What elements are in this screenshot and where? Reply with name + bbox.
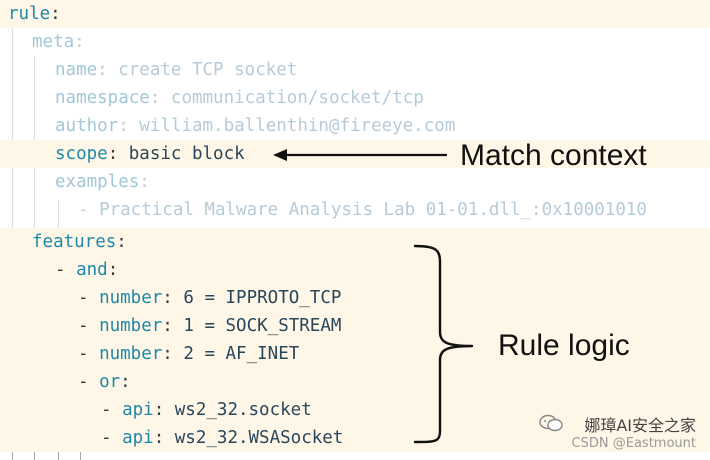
yaml-colon: : [74, 32, 85, 52]
code-line-number[interactable]: - number: 6 = IPPROTO_TCP [0, 284, 710, 312]
yaml-value: 2 = AF_INET [183, 344, 300, 364]
code-line-example-item[interactable]: - Practical Malware Analysis Lab 01-01.d… [0, 196, 710, 224]
yaml-value: Practical Malware Analysis Lab 01-01.dll… [99, 200, 647, 220]
yaml-key: rule [8, 4, 51, 24]
watermark-subtitle: CSDN @Eastmount [571, 436, 696, 451]
yaml-colon: : [107, 260, 119, 280]
yaml-key: number [99, 316, 163, 336]
yaml-key: features [32, 232, 117, 252]
code-line-api[interactable]: - api: ws2_32.socket [0, 396, 710, 424]
yaml-value: william.ballenthin@fireeye.com [139, 116, 456, 136]
yaml-value: create TCP socket [118, 60, 298, 80]
yaml-colon: : [50, 4, 61, 24]
code-line-meta[interactable]: meta: [0, 28, 710, 56]
yaml-value: ws2_32.WSASocket [174, 428, 344, 448]
yaml-key: number [99, 288, 163, 308]
yaml-key: api [122, 428, 154, 448]
yaml-colon: : [153, 428, 175, 448]
yaml-value: basic block [128, 144, 245, 164]
code-line-number[interactable]: - number: 1 = SOCK_STREAM [0, 312, 710, 340]
yaml-key: api [122, 400, 154, 420]
watermark: 娜璋AI安全之家 CSDN @Eastmount [538, 412, 696, 451]
yaml-colon: : [97, 60, 119, 80]
yaml-key: and [76, 260, 108, 280]
code-line-rule[interactable]: rule: [0, 0, 710, 28]
match-context-label: Match context [460, 139, 647, 172]
yaml-key: examples [55, 172, 140, 192]
code-line-namespace[interactable]: namespace: communication/socket/tcp [0, 84, 710, 112]
yaml-value: 1 = SOCK_STREAM [183, 316, 342, 336]
yaml-colon: : [118, 116, 140, 136]
yaml-colon: : [116, 232, 127, 252]
code-line-author[interactable]: author: william.ballenthin@fireeye.com [0, 112, 710, 140]
code-line-and[interactable]: - and: [0, 256, 710, 284]
yaml-key: author [55, 116, 119, 136]
code-line-name[interactable]: name: create TCP socket [0, 56, 710, 84]
yaml-colon: : [162, 344, 184, 364]
code-line-api[interactable]: - api: ws2_32.WSASocket [0, 424, 710, 452]
wechat-icon [538, 414, 563, 432]
code-line-features[interactable]: features: [0, 228, 710, 256]
yaml-dash: - [78, 200, 100, 220]
yaml-value: 6 = IPPROTO_TCP [183, 288, 342, 308]
yaml-key: meta [32, 32, 75, 52]
code-line-number[interactable]: - number: 2 = AF_INET [0, 340, 710, 368]
yaml-colon: : [149, 88, 171, 108]
yaml-colon: : [162, 288, 184, 308]
yaml-colon: : [107, 144, 129, 164]
code-line-examples[interactable]: examples: [0, 168, 710, 196]
watermark-title: 娜璋AI安全之家 [584, 416, 696, 435]
yaml-value: communication/socket/tcp [170, 88, 424, 108]
rule-logic-label: Rule logic [498, 329, 630, 362]
yaml-colon: : [162, 316, 184, 336]
yaml-colon: : [120, 372, 131, 392]
indent-guide [12, 28, 13, 228]
indent-guide [58, 200, 59, 228]
yaml-key: namespace [55, 88, 150, 108]
yaml-key: or [99, 372, 121, 392]
yaml-value: ws2_32.socket [174, 400, 312, 420]
yaml-key: name [55, 60, 98, 80]
yaml-colon: : [139, 172, 150, 192]
yaml-key: scope [55, 144, 108, 164]
yaml-colon: : [153, 400, 175, 420]
code-line-or[interactable]: - or: [0, 368, 710, 396]
yaml-key: number [99, 344, 163, 364]
